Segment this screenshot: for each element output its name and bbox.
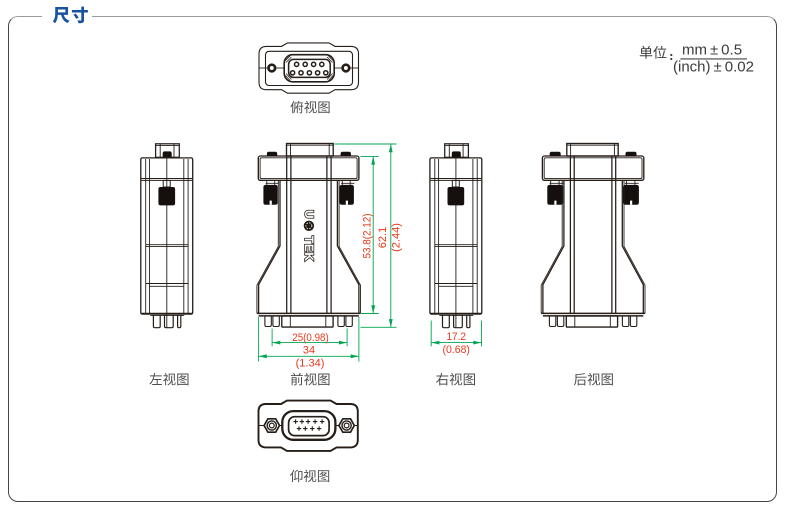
svg-text:62.1: 62.1 (377, 227, 389, 248)
svg-text:(1.34): (1.34) (296, 358, 325, 370)
svg-text:U: U (302, 210, 316, 219)
svg-text:34: 34 (303, 344, 315, 356)
svg-text:mm ± 0.5: mm ± 0.5 (682, 41, 742, 58)
svg-text:25(0.98): 25(0.98) (292, 332, 329, 344)
svg-text:(0.68): (0.68) (442, 344, 470, 356)
svg-text:(2.44): (2.44) (391, 223, 403, 252)
svg-text:53.8(2.12): 53.8(2.12) (361, 214, 373, 259)
svg-text:TEK: TEK (302, 236, 316, 262)
svg-text:17.2: 17.2 (446, 331, 466, 343)
svg-text:(inch) ± 0.02: (inch) ± 0.02 (673, 59, 754, 76)
